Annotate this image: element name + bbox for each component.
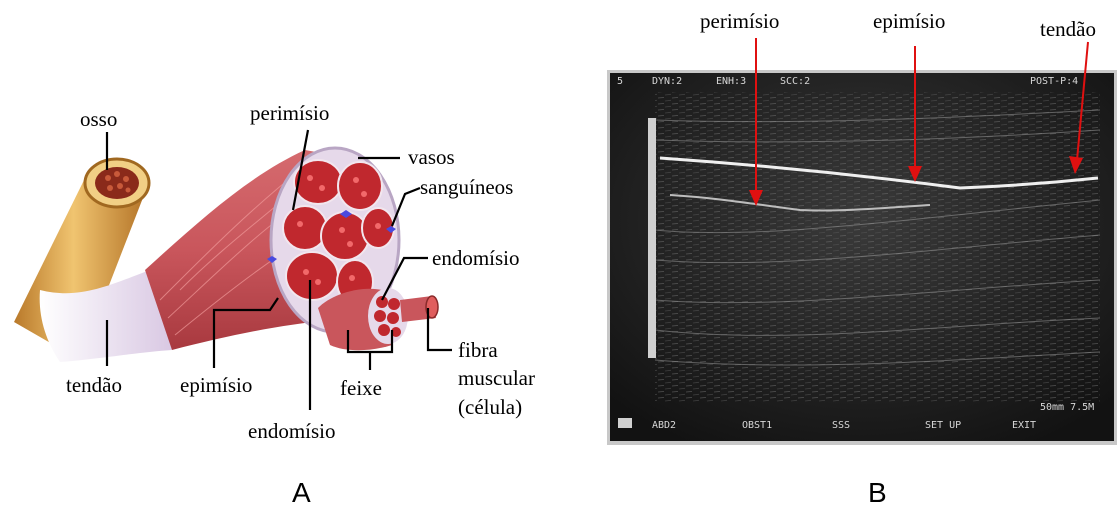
panel-b-labels: perimísio epimísio tendão xyxy=(700,9,1096,41)
gray-scale-bar xyxy=(648,118,656,358)
screen-top-item-1: DYN:2 xyxy=(652,76,682,87)
screen-menu-2: OBST1 xyxy=(742,420,772,431)
screen-menu-3: SSS xyxy=(832,420,850,431)
panel-letter-a: A xyxy=(292,477,311,508)
screen-menu-4: SET UP xyxy=(925,420,961,431)
label-muscular: muscular xyxy=(458,366,535,390)
label-epimisio: epimísio xyxy=(180,373,252,397)
screen-top-left: 5 xyxy=(617,76,623,87)
screen-scale: 50mm 7.5M xyxy=(1040,402,1094,413)
label-vasos: vasos xyxy=(408,145,455,169)
label-fibra: fibra xyxy=(458,338,498,362)
label-b-epimisio: epimísio xyxy=(873,9,945,33)
label-perimisio: perimísio xyxy=(250,101,329,125)
screen-menu-5: EXIT xyxy=(1012,420,1036,431)
label-b-tendao: tendão xyxy=(1040,17,1096,41)
label-feixe: feixe xyxy=(340,376,382,400)
screen-top-right: POST-P:4 xyxy=(1030,76,1078,87)
label-sanguineos: sanguíneos xyxy=(420,175,513,199)
panel-b-ultrasound: 5 DYN:2 ENH:3 SCC:2 POST-P:4 50mm 7.5M A… xyxy=(607,70,1117,445)
panel-letter-b: B xyxy=(868,477,887,508)
label-tendao: tendão xyxy=(66,373,122,397)
label-endomisio-bottom: endomísio xyxy=(248,419,336,443)
screen-top-item-2: ENH:3 xyxy=(716,76,746,87)
label-osso: osso xyxy=(80,107,117,131)
screen-top-item-3: SCC:2 xyxy=(780,76,810,87)
screen-menu-1: ABD2 xyxy=(652,420,676,431)
label-b-perimisio: perimísio xyxy=(700,9,779,33)
label-endomisio-right: endomísio xyxy=(432,246,520,270)
panel-a-illustration xyxy=(14,148,438,362)
label-celula: (célula) xyxy=(458,395,522,419)
